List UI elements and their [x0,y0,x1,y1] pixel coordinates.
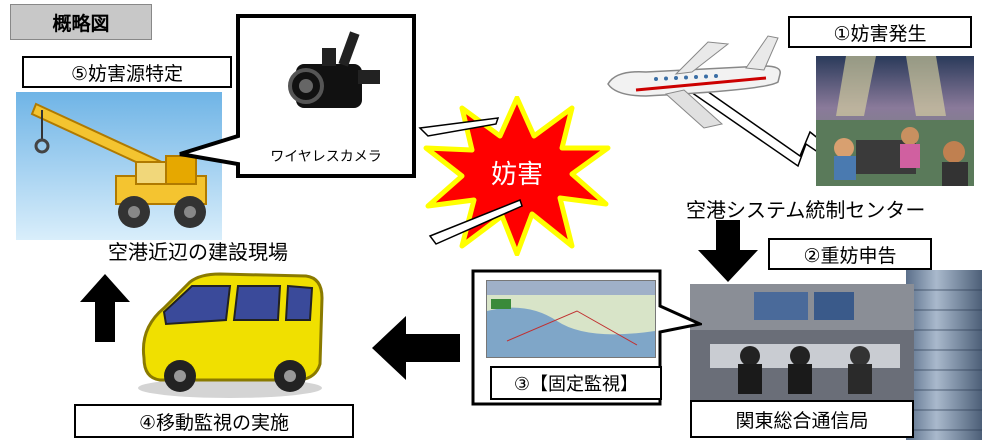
bureau-room-image [690,284,914,402]
camera-caption: ワイヤレスカメラ [270,149,382,165]
step3-text: ③【固定監視】 [513,374,639,395]
control-center-image [816,56,974,186]
diagram-tag: 概略図 [10,4,152,40]
bureau-caption: 関東総合通信局 [735,409,869,432]
airport-caption: 空港システム統制センター [686,198,926,222]
burst-text: 妨害 [490,160,543,190]
bureau-building-image [906,270,982,440]
step5-text: ⑤妨害源特定 [70,62,184,85]
crane-image [16,92,222,240]
airplane-icon [607,35,781,129]
step1-label: ①妨害発生 [788,16,972,48]
step4-text: ④移動監視の実施 [138,411,290,434]
interference-burst: 妨害 [422,96,612,256]
step2-text: ②重妨申告 [803,244,897,267]
monitoring-map-image [486,280,656,358]
diagram-tag-label: 概略図 [52,12,110,35]
bureau-caption-box: 関東総合通信局 [690,400,914,438]
arrow-up-icon [80,274,130,342]
wireless-camera-icon [288,31,380,108]
arrow-left-icon [372,316,460,380]
van-icon [138,272,324,398]
step3-label: ③【固定監視】 [490,366,662,400]
step5-label: ⑤妨害源特定 [22,56,232,88]
step4-label: ④移動監視の実施 [74,404,354,438]
step2-label: ②重妨申告 [768,238,932,270]
arrow-down-icon [698,220,758,282]
camera-bubble: ワイヤレスカメラ [176,14,426,180]
airplane-image [596,32,786,136]
construction-caption: 空港近辺の建設現場 [108,240,288,264]
step1-text: ①妨害発生 [833,22,927,45]
van-image [130,268,328,400]
